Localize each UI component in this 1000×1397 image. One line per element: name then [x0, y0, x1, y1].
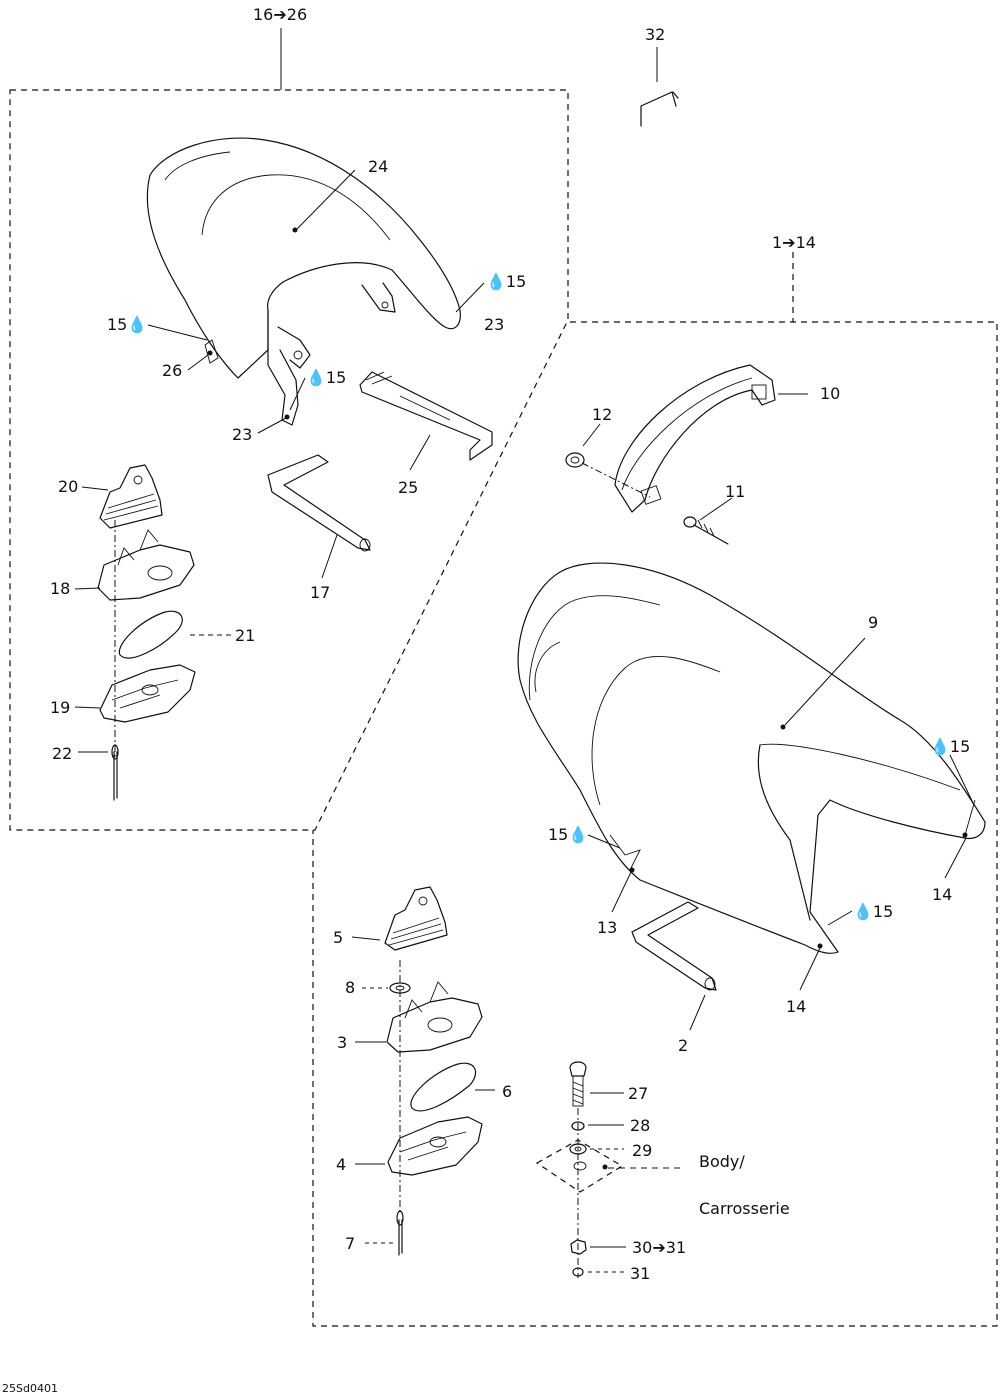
- part-11-screw: [683, 516, 729, 545]
- label-28: 28: [630, 1116, 650, 1135]
- label-14b: 14: [786, 997, 806, 1016]
- right-group-label: 1➔14: [772, 233, 816, 252]
- part-25-bracket: [359, 371, 493, 461]
- label-30-31: 30➔31: [632, 1238, 686, 1257]
- part-30-nut: [570, 1239, 587, 1255]
- right-group-box: [312, 321, 998, 1327]
- label-15b: 15💧: [107, 315, 147, 334]
- label-2: 2: [678, 1036, 688, 1055]
- part-12-nut: [565, 452, 585, 468]
- label-14a: 14: [932, 885, 952, 904]
- label-15c: 💧15: [306, 368, 346, 387]
- part-5-latch: [384, 886, 448, 951]
- label-6: 6: [502, 1082, 512, 1101]
- label-8: 8: [345, 978, 355, 997]
- part-17-handle: [267, 454, 371, 552]
- label-11: 11: [725, 482, 745, 501]
- label-29: 29: [632, 1141, 652, 1160]
- label-23b: 23: [232, 425, 252, 444]
- label-27: 27: [628, 1084, 648, 1103]
- label-10: 10: [820, 384, 840, 403]
- part-10-grab-handle: [614, 364, 776, 513]
- label-9: 9: [868, 613, 878, 632]
- left-group-box: [9, 89, 569, 831]
- part-4-base: [387, 1116, 483, 1176]
- part-22-rivet: [111, 744, 119, 801]
- label-31: 31: [630, 1264, 650, 1283]
- part-19-base: [99, 664, 196, 723]
- part-18-plate: [97, 529, 195, 601]
- part-21-gasket: [118, 610, 183, 659]
- part-7-rivet: [396, 1210, 404, 1256]
- part-6-gasket: [410, 1062, 477, 1112]
- body-panel: [535, 1139, 624, 1193]
- label-3: 3: [337, 1033, 347, 1052]
- label-32: 32: [645, 25, 665, 44]
- label-20: 20: [58, 477, 78, 496]
- label-15e: 15💧: [548, 825, 588, 844]
- part-32-clip: [640, 47, 679, 127]
- part-2-handle: [631, 901, 717, 991]
- part-3-plate: [386, 981, 483, 1053]
- part-20-latch: [99, 464, 163, 529]
- label-15a: 💧15: [486, 272, 526, 291]
- part-9-main-seat: [517, 562, 986, 954]
- label-23a: 23: [484, 315, 504, 334]
- label-15f: 💧15: [853, 902, 893, 921]
- label-15d: 💧15: [930, 737, 970, 756]
- label-5: 5: [333, 928, 343, 947]
- label-7: 7: [345, 1234, 355, 1253]
- label-18: 18: [50, 579, 70, 598]
- label-26: 26: [162, 361, 182, 380]
- left-group-label: 16➔26: [253, 5, 307, 24]
- label-17: 17: [310, 583, 330, 602]
- label-24: 24: [368, 157, 388, 176]
- label-25: 25: [398, 478, 418, 497]
- figure-code: 25Sd0401: [2, 1382, 58, 1395]
- label-13: 13: [597, 918, 617, 937]
- label-19: 19: [50, 698, 70, 717]
- label-4: 4: [336, 1155, 346, 1174]
- label-21: 21: [235, 626, 255, 645]
- part-24-rear-seat: [146, 137, 461, 426]
- body-label-line2: Carrosserie: [699, 1199, 790, 1218]
- label-12: 12: [592, 405, 612, 424]
- part-27-bolt: [569, 1061, 587, 1107]
- label-22: 22: [52, 744, 72, 763]
- body-label-line1: Body/: [699, 1152, 745, 1171]
